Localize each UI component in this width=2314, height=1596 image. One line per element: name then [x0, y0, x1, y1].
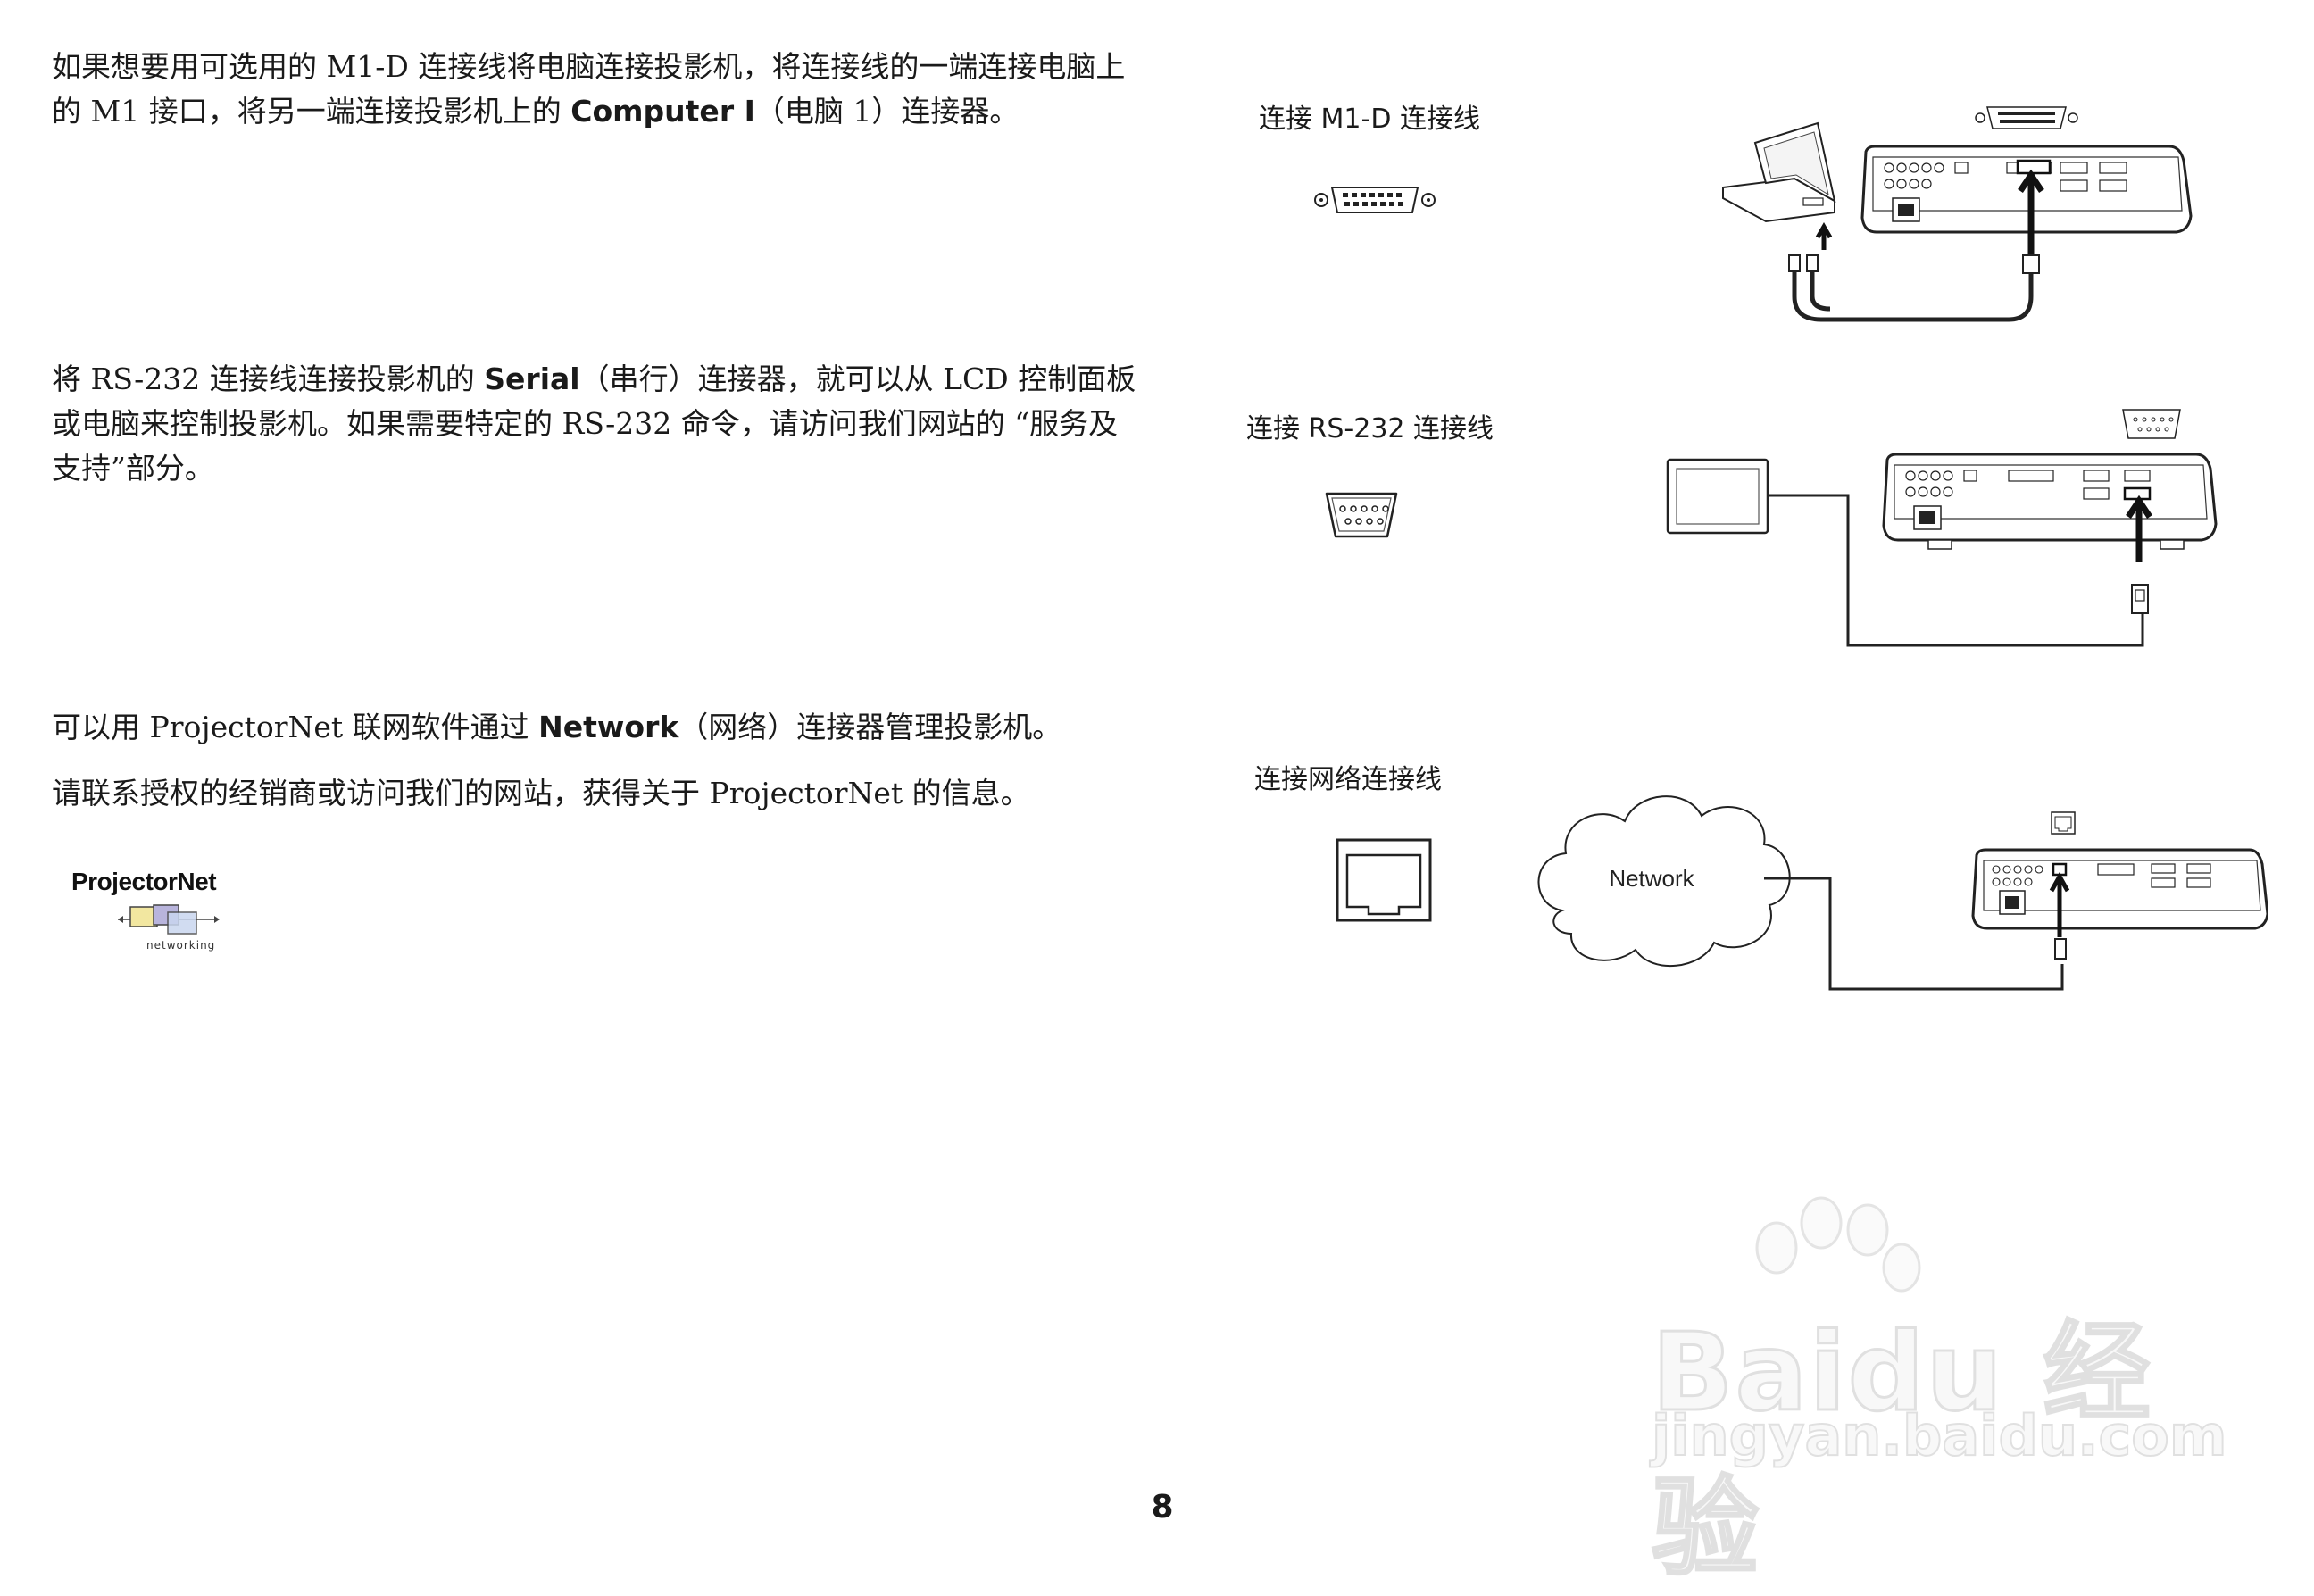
logo-subtitle: networking — [146, 939, 216, 952]
rs232-connector-icon — [1325, 492, 1398, 538]
m1d-connector-icon — [1314, 187, 1436, 213]
rj45-connector-icon — [1336, 838, 1432, 922]
m1d-paragraph: 如果想要用可选用的 M1-D 连接线将电脑连接投影机，将连接线的一端连接电脑上的… — [52, 45, 1141, 134]
rj45-port-icon — [2051, 811, 2076, 835]
projectornet-info-paragraph: 请联系授权的经销商或访问我们的网站，获得关于 ProjectorNet 的信息。 — [52, 771, 1141, 816]
rs232-connection-diagram — [1666, 409, 2218, 647]
text-run: 如果想要用可选用的 M1-D 连接线将电脑连接投影机，将连接线的一端连接电脑上的… — [52, 49, 1126, 129]
logo-title: ProjectorNet — [71, 868, 217, 895]
baidu-watermark: Baidu 经验 jingyan.baidu.com — [1643, 1196, 2227, 1592]
text-run: （网络）连接器管理投影机。 — [678, 710, 1062, 744]
network-cloud-label: Network — [1609, 865, 1694, 892]
page-number: 8 — [1151, 1489, 1174, 1525]
projector-icon — [1860, 145, 2193, 234]
text-run: 可以用 ProjectorNet 联网软件通过 — [52, 710, 539, 744]
logo-graphic — [118, 904, 220, 935]
serial-port-icon — [2122, 409, 2181, 439]
m1d-connection-diagram — [1722, 106, 2193, 322]
bold-term: Computer I — [570, 94, 755, 129]
text-run: 将 RS-232 连接线连接投影机的 — [52, 362, 485, 396]
projector-icon-2 — [1882, 453, 2218, 550]
watermark-url-text: jingyan.baidu.com — [1651, 1402, 2227, 1469]
projector-icon-3 — [1971, 848, 2268, 930]
text-run: （电脑 1）连接器。 — [754, 94, 1020, 129]
bold-term: Network — [538, 710, 679, 744]
laptop-icon — [1722, 121, 1836, 223]
projectornet-logo: ProjectorNet networking — [71, 868, 241, 957]
network-connection-diagram: Network — [1537, 795, 2268, 991]
network-cloud-icon — [1537, 795, 1791, 968]
rs232-paragraph: 将 RS-232 连接线连接投影机的 Serial（串行）连接器，就可以从 LC… — [52, 357, 1141, 491]
caption-rs232: 连接 RS-232 连接线 — [1246, 413, 1494, 445]
bold-term: Serial — [484, 362, 580, 396]
network-paragraph: 可以用 ProjectorNet 联网软件通过 Network（网络）连接器管理… — [52, 705, 1141, 750]
lcd-panel-icon — [1666, 458, 1769, 535]
paw-print-icon — [1755, 1196, 1921, 1293]
m1d-port-icon — [1975, 106, 2078, 129]
text-run: （串行）连接器，就可以从 LCD 控制面板或电脑来控制投影机。如果需要特定的 R… — [52, 362, 1136, 486]
text-run: 请联系授权的经销商或访问我们的网站，获得关于 ProjectorNet 的信息。 — [52, 776, 1030, 810]
caption-network: 连接网络连接线 — [1254, 764, 1442, 795]
caption-m1d: 连接 M1-D 连接线 — [1259, 104, 1480, 135]
